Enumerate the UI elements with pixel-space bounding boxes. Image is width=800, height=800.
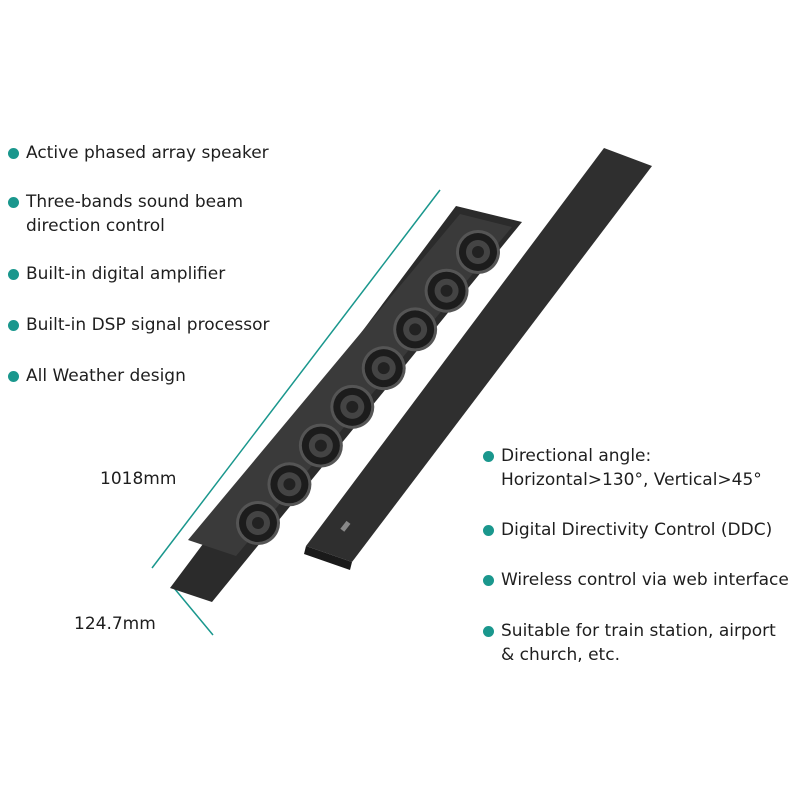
speaker-driver: [283, 478, 296, 491]
feature-text: Three-bands sound beam direction control: [26, 192, 244, 236]
bullet-icon: [8, 197, 19, 208]
speaker-driver: [252, 517, 264, 529]
height-label: 1018mm: [100, 469, 177, 489]
speaker-driver: [472, 246, 484, 258]
feature-item: Active phased array speaker: [8, 141, 308, 165]
bullet-icon: [483, 626, 494, 637]
feature-text: Built-in DSP signal processor: [26, 315, 270, 335]
feature-text: Built-in digital amplifier: [26, 264, 226, 284]
feature-text: Suitable for train station, airport & ch…: [501, 621, 776, 665]
speaker-front: [170, 206, 522, 602]
speaker-back: [304, 148, 652, 570]
feature-text: Digital Directivity Control (DDC): [501, 520, 773, 540]
feature-text: Wireless control via web interface: [501, 570, 789, 590]
feature-item: Built-in digital amplifier: [8, 262, 308, 286]
feature-item: Directional angle: Horizontal>130°, Vert…: [483, 444, 783, 492]
feature-text: Active phased array speaker: [26, 143, 269, 163]
width-label: 124.7mm: [74, 614, 156, 634]
feature-item: All Weather design: [8, 364, 308, 388]
feature-item: Suitable for train station, airport & ch…: [483, 619, 783, 667]
feature-item: Wireless control via web interface: [483, 568, 798, 592]
bullet-icon: [8, 269, 19, 280]
bullet-icon: [8, 320, 19, 331]
bullet-icon: [483, 451, 494, 462]
width-dimension-line: [173, 587, 214, 636]
feature-item: Three-bands sound beam direction control: [8, 190, 268, 238]
bullet-icon: [8, 371, 19, 382]
speaker-driver: [346, 400, 359, 413]
feature-item: Built-in DSP signal processor: [8, 313, 308, 337]
speaker-driver: [409, 323, 422, 336]
speaker-driver: [314, 439, 327, 452]
feature-text: All Weather design: [26, 366, 186, 386]
bullet-icon: [483, 575, 494, 586]
feature-item: Digital Directivity Control (DDC): [483, 518, 793, 542]
bullet-icon: [8, 148, 19, 159]
bullet-icon: [483, 525, 494, 536]
speaker-driver: [440, 284, 453, 297]
feature-text: Directional angle: Horizontal>130°, Vert…: [501, 446, 762, 490]
height-dimension-line: [151, 189, 441, 569]
speaker-driver: [377, 362, 390, 375]
